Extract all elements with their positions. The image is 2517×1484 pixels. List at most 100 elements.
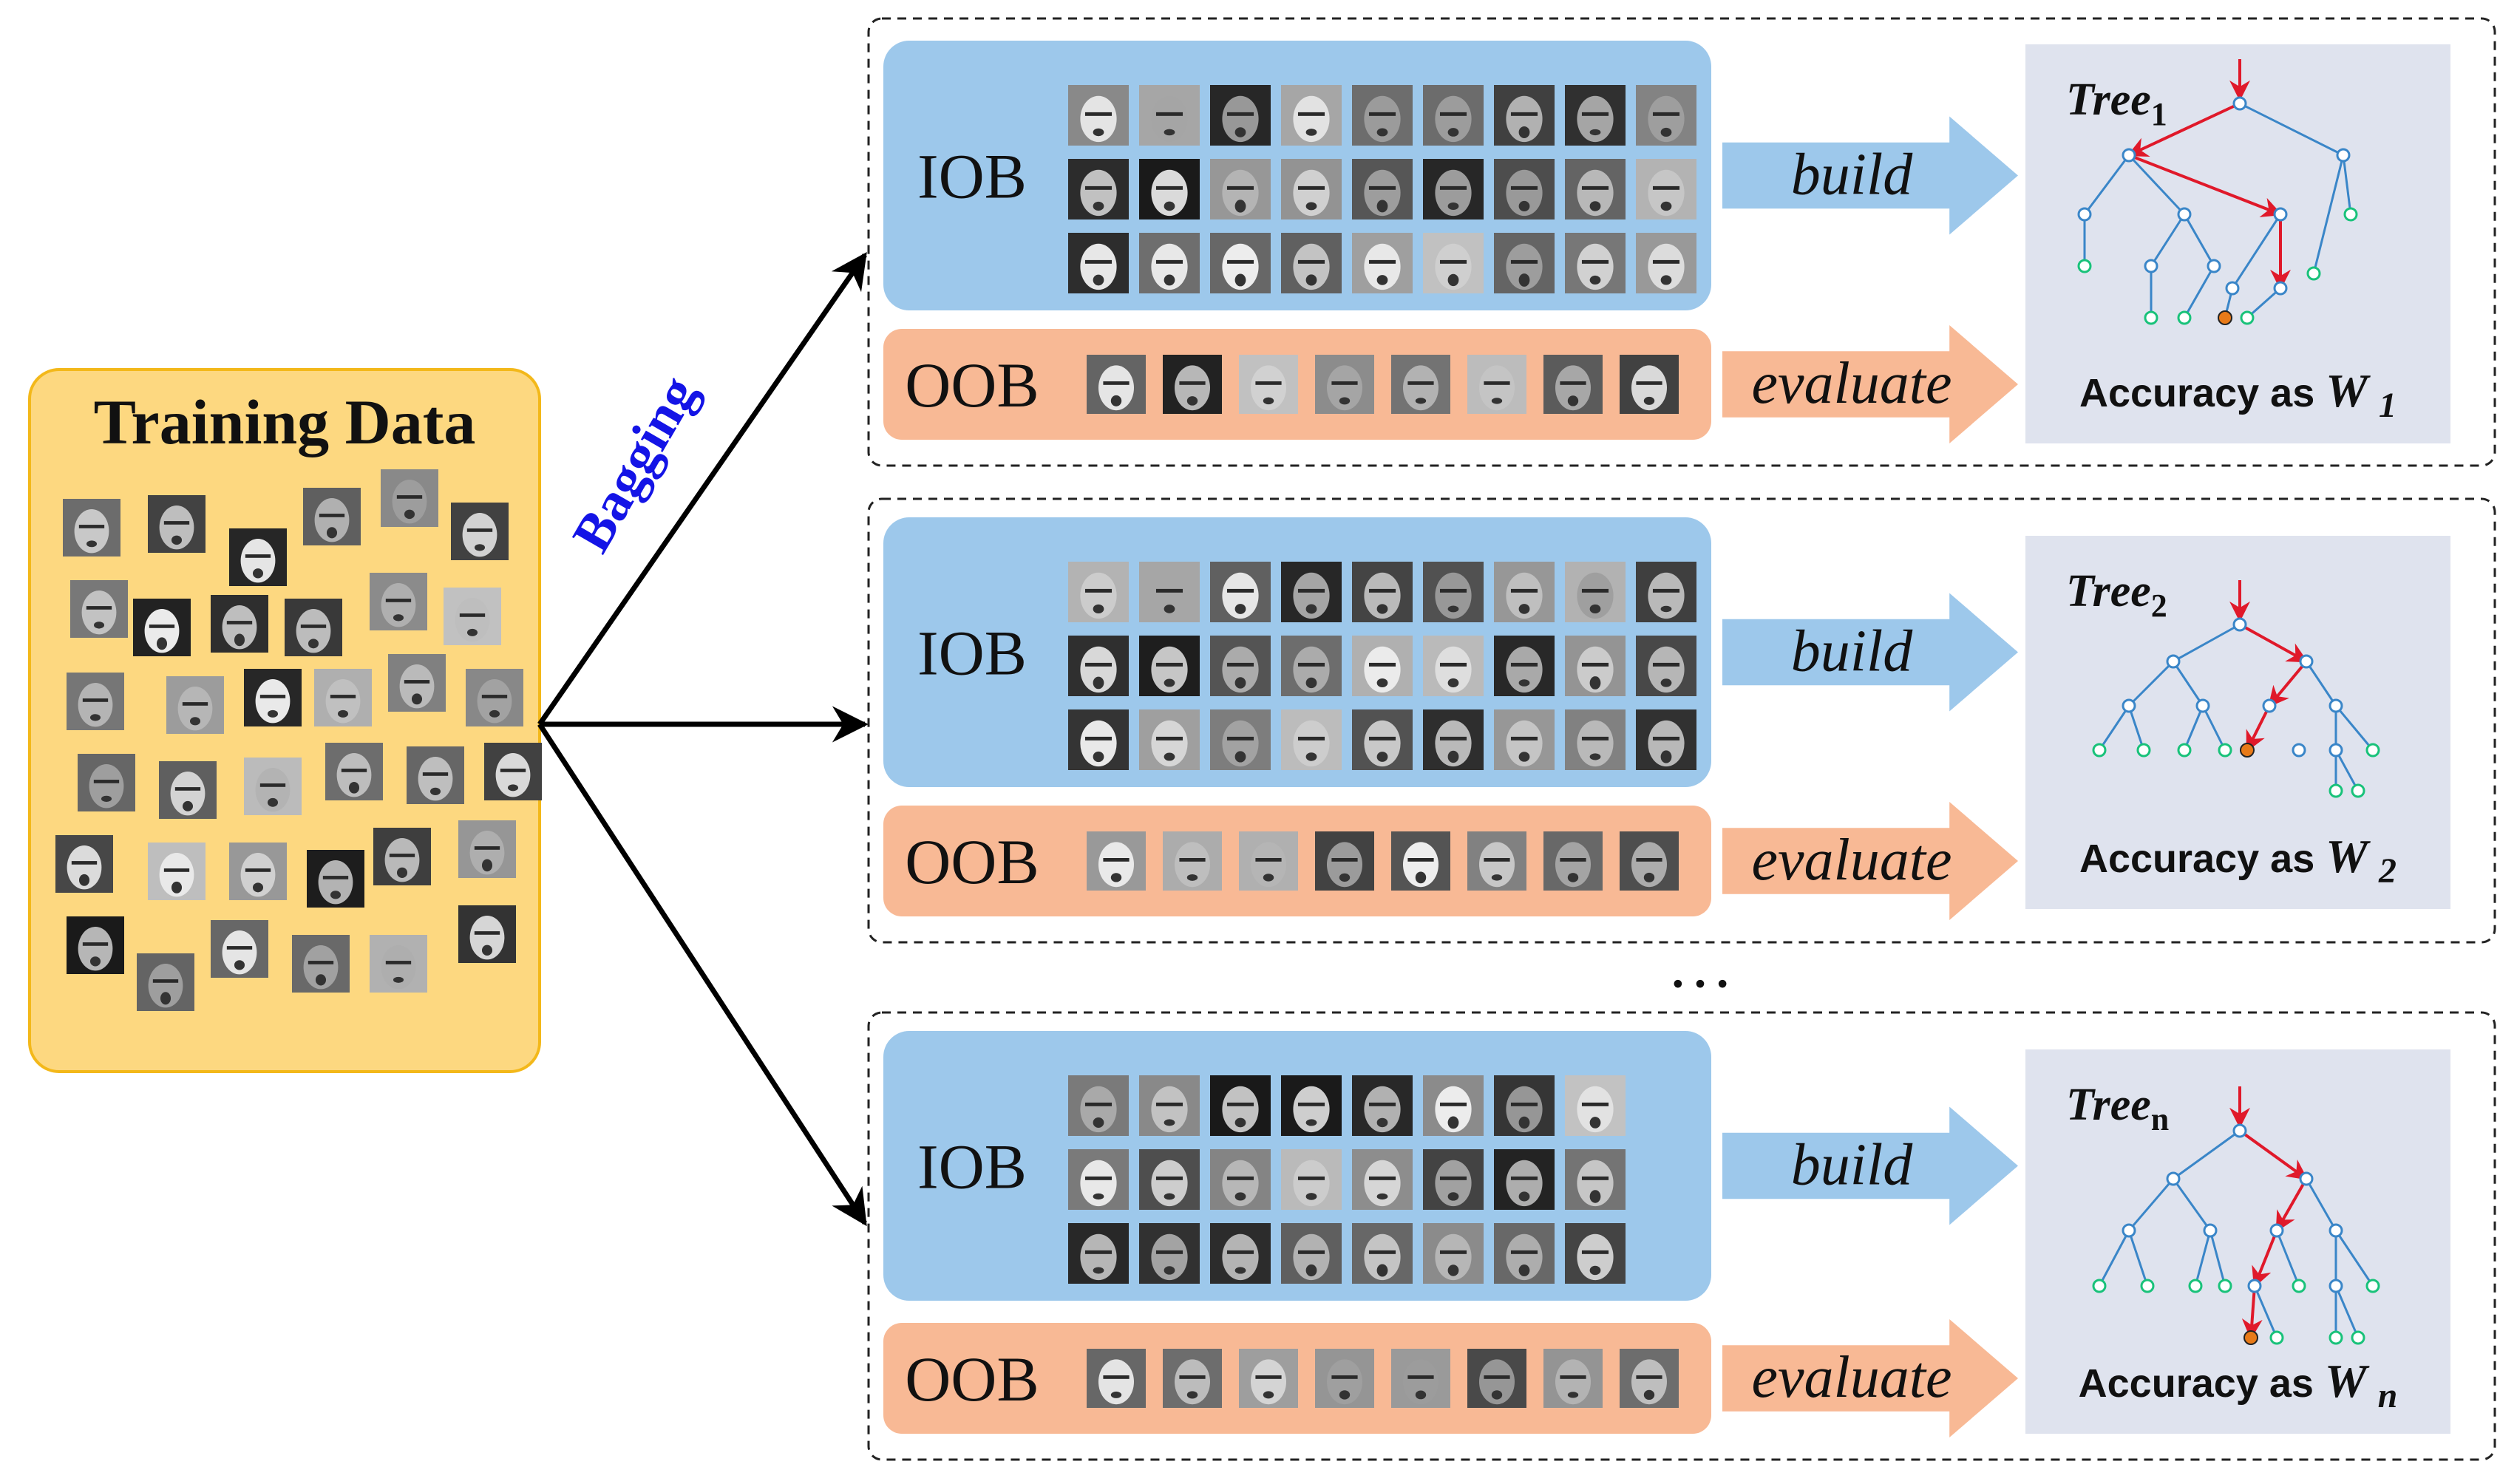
face-thumbnail: [1163, 831, 1222, 891]
tree-edge: [2183, 265, 2215, 319]
face-thumbnail: [292, 935, 350, 993]
face-thumbnail: [148, 843, 205, 900]
tree-edge: [2334, 705, 2374, 751]
face-thumbnail: [484, 743, 542, 800]
weight-subscript: n: [2378, 1376, 2398, 1415]
face-thumbnail: [159, 761, 217, 819]
face-thumbnail: [1068, 233, 1129, 293]
tree-leaf-node: [2092, 1279, 2107, 1293]
face-thumbnail: [1423, 1149, 1484, 1210]
face-thumbnail: [1210, 636, 1271, 696]
tree-leaf-node: [2365, 1279, 2380, 1293]
bagging-arrows: [537, 251, 869, 1227]
face-thumbnail: [1068, 636, 1129, 696]
tree-edge: [2305, 1178, 2337, 1231]
face-thumbnail: [1565, 159, 1626, 219]
weight-subscript: 1: [2379, 386, 2397, 425]
face-thumbnail: [244, 669, 302, 726]
tree-node: [2269, 1223, 2284, 1238]
face-thumbnail: [1315, 355, 1374, 414]
face-thumbnail: [1068, 1223, 1129, 1284]
tree-node: [2232, 1123, 2247, 1138]
face-thumbnail: [1494, 1223, 1555, 1284]
tree-edge: [2098, 705, 2130, 751]
accuracy-label: Accuracy as W 1: [2079, 364, 2397, 425]
face-thumbnail: [1636, 85, 1696, 146]
weight-variable: W: [2326, 364, 2379, 417]
tree-node: [2122, 698, 2136, 713]
face-thumbnail: [1494, 159, 1555, 219]
tree-panel: [2025, 536, 2450, 909]
face-thumbnail: [1281, 1149, 1342, 1210]
tree-target-node: [2243, 1330, 2258, 1345]
tree-leaf-node: [2140, 1279, 2155, 1293]
face-thumbnail: [211, 595, 268, 653]
face-thumbnail: [1281, 233, 1342, 293]
tree-leaf-node: [2177, 743, 2192, 758]
face-thumbnail: [1139, 1149, 1200, 1210]
block-frame: [867, 1011, 2496, 1461]
face-thumbnail: [1281, 1223, 1342, 1284]
tree-leaf-node: [2343, 207, 2358, 222]
face-thumbnail: [1139, 85, 1200, 146]
oob-faces: [1087, 355, 1679, 414]
face-thumbnail: [55, 835, 113, 893]
tree-edge: [2334, 1285, 2360, 1338]
oob-label: OOB: [905, 826, 1039, 897]
tree-edge: [2173, 1129, 2241, 1180]
tree-path-edge: [2128, 154, 2283, 217]
tree-edge: [2083, 154, 2130, 215]
weight-subscript: 2: [2378, 851, 2397, 891]
iob-label: IOB: [917, 1131, 1027, 1202]
face-thumbnail: [303, 488, 361, 545]
tree-edge: [2253, 1285, 2278, 1338]
face-thumbnail: [1163, 355, 1222, 414]
iob-faces: [1068, 562, 1696, 770]
face-thumbnail: [1423, 562, 1484, 622]
face-thumbnail: [373, 828, 431, 885]
face-thumbnail: [1636, 233, 1696, 293]
face-thumbnail: [1352, 85, 1413, 146]
tree-subscript: n: [2151, 1101, 2169, 1137]
tree-path-edge: [2239, 623, 2309, 663]
face-thumbnail: [1620, 355, 1679, 414]
tree-path-edge: [2268, 660, 2308, 708]
tree-edge: [2183, 705, 2204, 751]
tree-node: [2077, 207, 2092, 222]
tree-leaf-node: [2136, 743, 2151, 758]
tree-target-node: [2218, 310, 2232, 325]
face-thumbnail: [1281, 85, 1342, 146]
face-thumbnail: [1636, 709, 1696, 770]
face-thumbnail: [1210, 1223, 1271, 1284]
training-faces: [55, 469, 542, 1011]
face-thumbnail: [1423, 1075, 1484, 1136]
face-thumbnail: [1352, 636, 1413, 696]
face-thumbnail: [381, 469, 438, 527]
build-label: build: [1791, 1133, 1913, 1198]
tree-edge: [2342, 154, 2352, 215]
face-thumbnail: [1423, 636, 1484, 696]
face-thumbnail: [1210, 1075, 1271, 1136]
face-thumbnail: [1565, 1223, 1626, 1284]
evaluate-arrow: [1722, 1319, 2018, 1437]
face-thumbnail: [1352, 1149, 1413, 1210]
oob-label: OOB: [905, 350, 1039, 421]
face-thumbnail: [1087, 355, 1146, 414]
face-thumbnail: [407, 746, 464, 804]
face-thumbnail: [1391, 1349, 1450, 1408]
tree-title: Tree2: [2066, 566, 2167, 624]
tree-node: [2195, 698, 2210, 713]
face-thumbnail: [1210, 562, 1271, 622]
tree-node: [2299, 1171, 2314, 1186]
tree-edge: [2305, 661, 2337, 707]
tree-node: [2247, 1279, 2262, 1293]
face-thumbnail: [211, 920, 268, 978]
arrow-to-block-1: [537, 251, 867, 726]
tree-node: [2122, 1223, 2136, 1238]
tree-edge: [2239, 102, 2344, 157]
tree-panel: [2025, 44, 2450, 443]
weight-variable: W: [2325, 1355, 2378, 1407]
tree-path-edge: [2241, 1285, 2263, 1340]
